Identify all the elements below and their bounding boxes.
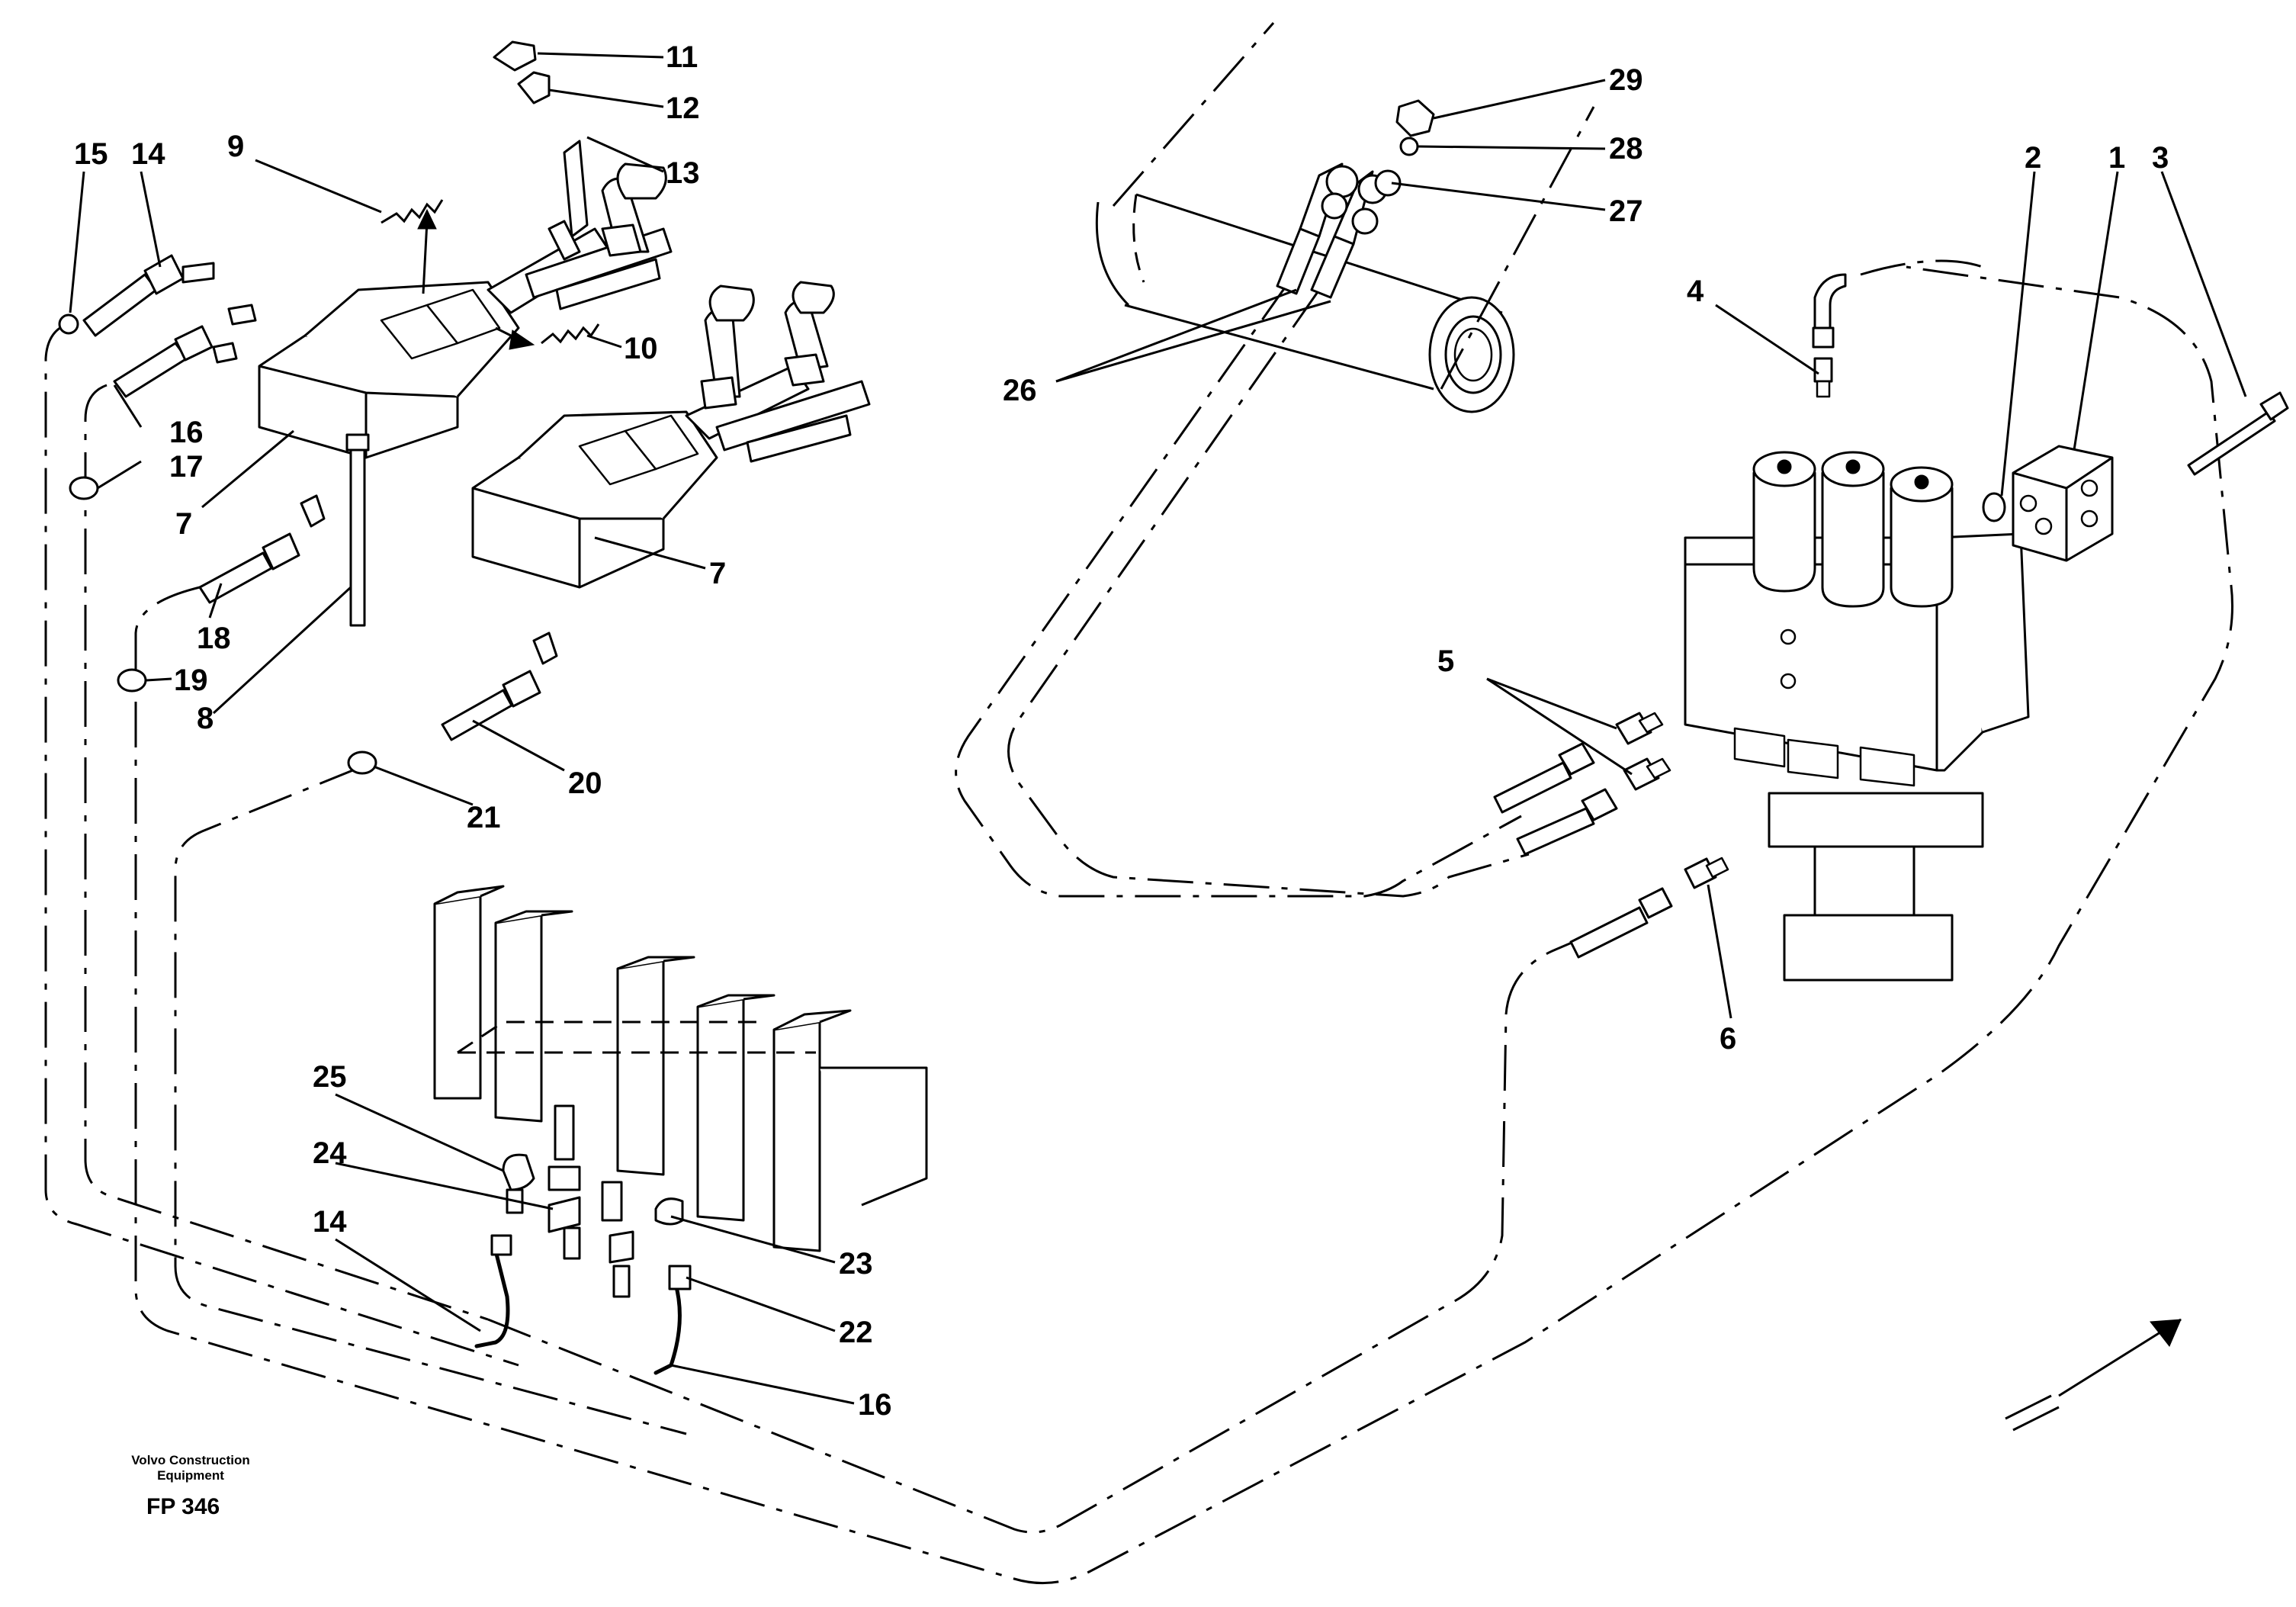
pilot-pedal-valves [58,40,871,775]
figure-code: FP 346 [146,1494,220,1519]
callout-labels: 1 2 3 4 5 6 7 7 8 9 10 11 12 13 14 14 15… [74,40,2169,1422]
callout-16-lower: 16 [858,1388,892,1422]
callout-20: 20 [568,767,602,800]
callout-15: 15 [74,137,108,171]
callout-3: 3 [2152,141,2169,175]
direction-arrow [2005,1318,2182,1432]
callout-10: 10 [624,332,658,365]
callout-16-upper: 16 [169,416,204,449]
callout-11: 11 [666,40,698,74]
callout-4: 4 [1687,275,1704,308]
callout-21: 21 [467,801,501,834]
callout-19: 19 [174,664,208,697]
callout-17: 17 [169,450,204,484]
leader-lines [69,52,2247,1405]
figure-footer: Volvo Construction Equipment FP 346 [131,1453,250,1519]
callout-7-upper: 7 [175,507,192,541]
callout-1: 1 [2108,141,2125,175]
callout-27: 27 [1609,194,1643,228]
boom-cylinder [1095,22,1595,413]
callout-14-lower: 14 [313,1205,347,1239]
callout-5: 5 [1437,644,1454,678]
callout-6: 6 [1720,1022,1736,1056]
maker-line-2: Equipment [157,1468,224,1483]
maker-line-1: Volvo Construction [131,1453,250,1467]
callout-12: 12 [666,92,700,125]
callout-26: 26 [1003,374,1037,407]
hose-routes [44,259,2233,1585]
callout-7-lower: 7 [709,557,726,590]
callout-18: 18 [197,622,231,655]
callout-9: 9 [227,130,244,163]
main-valve-stack [433,885,928,1375]
callout-2: 2 [2025,141,2041,175]
control-valve-block [1493,273,2289,982]
callout-25: 25 [313,1060,347,1094]
callout-23: 23 [839,1247,873,1281]
callout-14-upper: 14 [131,137,165,171]
callout-8: 8 [197,702,214,735]
callout-22: 22 [839,1316,873,1349]
callout-13: 13 [666,156,700,190]
callout-24: 24 [313,1136,347,1170]
callout-28: 28 [1609,132,1643,166]
callout-29: 29 [1609,63,1643,97]
